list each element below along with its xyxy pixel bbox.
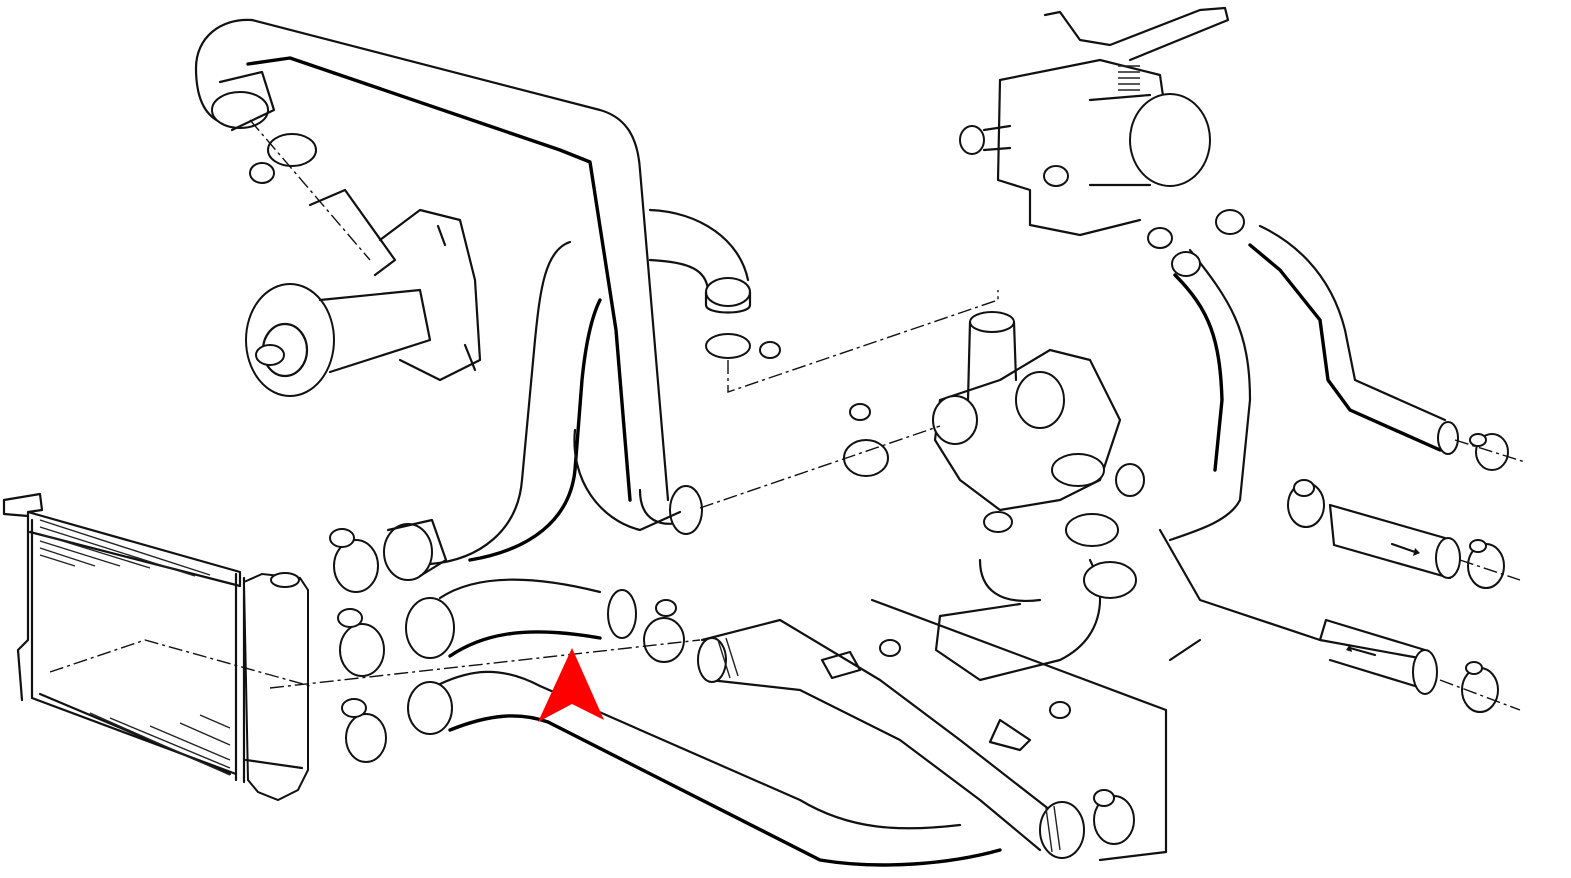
coolant-pipe	[697, 598, 1168, 862]
s-hose	[383, 208, 750, 581]
upper-left-hose	[194, 18, 703, 535]
middle-radiator-hose	[269, 578, 701, 689]
hose-clamps-left	[329, 528, 387, 763]
connector-tube-right	[1287, 482, 1521, 589]
throttle-body	[959, 6, 1230, 237]
y-pipe	[1158, 528, 1521, 713]
hose-clamps-right	[1293, 433, 1487, 675]
upper-connector-hose	[704, 277, 999, 393]
water-pump	[245, 119, 482, 397]
radiator	[2, 492, 311, 802]
heater-hoses-right	[1147, 209, 1526, 542]
red-arrow-marker	[538, 648, 604, 722]
thermostat-housing	[699, 311, 1145, 547]
thermostat-lower-hoses	[934, 558, 1137, 682]
lower-radiator-hose	[407, 670, 1002, 867]
